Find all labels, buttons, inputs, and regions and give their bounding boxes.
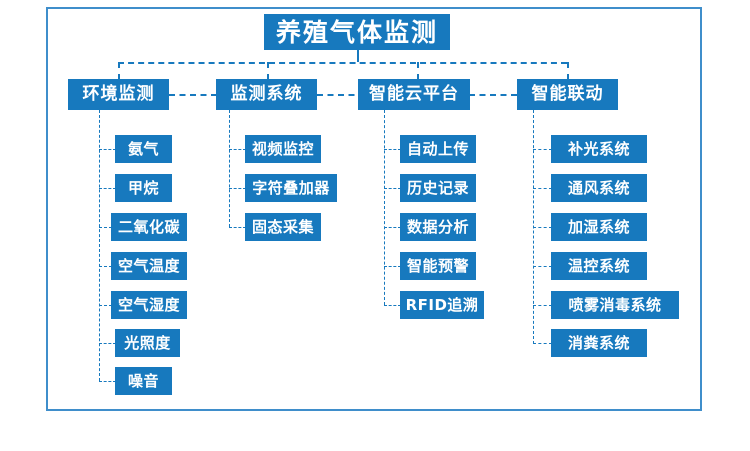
- branch-node-2: 监测系统: [216, 79, 317, 110]
- connector-leaf-3-4: [384, 266, 401, 267]
- connector-leaf-4-1: [533, 149, 552, 150]
- leaf-node-4-2: 通风系统: [551, 174, 647, 202]
- leaf-node-4-6: 消粪系统: [551, 329, 647, 357]
- connector-sibling-1-2: [169, 94, 217, 96]
- connector-leaf-3-2: [384, 188, 401, 189]
- leaf-node-2-1: 视频监控: [245, 135, 321, 163]
- leaf-node-2-2: 字符叠加器: [245, 174, 337, 202]
- connector-leaf-3-1: [384, 149, 401, 150]
- branch-node-3: 智能云平台: [358, 79, 470, 110]
- connector-leaf-4-4: [533, 266, 552, 267]
- leaf-node-1-6: 光照度: [115, 329, 180, 357]
- connector-leaf-2-3: [229, 227, 246, 228]
- leaf-node-4-3: 加湿系统: [551, 213, 647, 241]
- leaf-node-4-4: 温控系统: [551, 252, 647, 280]
- connector-trunk-1: [99, 110, 100, 381]
- connector-leaf-1-6: [99, 343, 116, 344]
- connector-sibling-3-4: [469, 94, 517, 96]
- connector-leaf-2-1: [229, 149, 246, 150]
- connector-leaf-4-3: [533, 227, 552, 228]
- leaf-node-1-5: 空气湿度: [111, 291, 187, 319]
- connector-trunk-3: [384, 110, 385, 305]
- connector-root-bus: [118, 62, 567, 64]
- connector-stem-1: [118, 62, 120, 80]
- branch-node-4: 智能联动: [517, 79, 618, 110]
- connector-trunk-2: [229, 110, 230, 227]
- connector-leaf-4-2: [533, 188, 552, 189]
- connector-leaf-1-1: [99, 149, 116, 150]
- root-node: 养殖气体监测: [264, 14, 450, 50]
- connector-leaf-2-2: [229, 188, 246, 189]
- connector-leaf-1-4: [99, 266, 112, 267]
- connector-leaf-4-5: [533, 305, 552, 306]
- leaf-node-1-2: 甲烷: [115, 174, 172, 202]
- connector-root-drop: [357, 50, 359, 62]
- branch-node-1: 环境监测: [68, 79, 169, 110]
- connector-stem-2: [267, 62, 269, 80]
- connector-stem-4: [567, 62, 569, 80]
- diagram-frame: [46, 7, 702, 411]
- connector-leaf-1-2: [99, 188, 116, 189]
- connector-leaf-1-3: [99, 227, 112, 228]
- leaf-node-1-1: 氨气: [115, 135, 172, 163]
- leaf-node-1-7: 噪音: [115, 367, 172, 395]
- leaf-node-2-3: 固态采集: [245, 213, 321, 241]
- leaf-node-1-4: 空气温度: [111, 252, 187, 280]
- leaf-node-3-3: 数据分析: [400, 213, 476, 241]
- leaf-node-1-3: 二氧化碳: [111, 213, 187, 241]
- leaf-node-4-5: 喷雾消毒系统: [551, 291, 679, 319]
- connector-leaf-1-5: [99, 305, 112, 306]
- leaf-node-3-1: 自动上传: [400, 135, 476, 163]
- connector-leaf-3-3: [384, 227, 401, 228]
- connector-leaf-1-7: [99, 381, 116, 382]
- connector-stem-3: [417, 62, 419, 80]
- leaf-node-3-2: 历史记录: [400, 174, 476, 202]
- connector-leaf-3-5: [384, 305, 401, 306]
- connector-leaf-4-6: [533, 343, 552, 344]
- leaf-node-4-1: 补光系统: [551, 135, 647, 163]
- connector-sibling-2-3: [317, 94, 365, 96]
- leaf-node-3-4: 智能预警: [400, 252, 476, 280]
- leaf-node-3-5: RFID追溯: [400, 291, 484, 319]
